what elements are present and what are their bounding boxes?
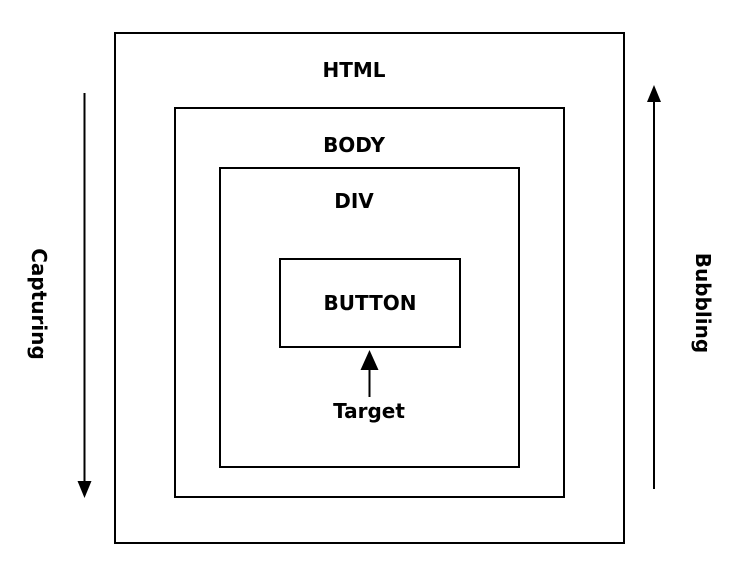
button-box: BUTTON [279,258,461,348]
html-box [114,32,625,544]
capturing-down-arrow [77,93,92,498]
bubbling-label: Bubbling [691,252,715,354]
div-box-label: DIV [334,189,374,213]
target-label: Target [333,399,405,423]
body-box-label: BODY [323,133,385,157]
html-box-label: HTML [322,58,386,82]
capturing-label: Capturing [27,248,51,360]
body-box [174,107,565,498]
div-box [219,167,520,468]
button-box-label: BUTTON [323,291,417,315]
bubbling-up-arrow [647,85,661,489]
